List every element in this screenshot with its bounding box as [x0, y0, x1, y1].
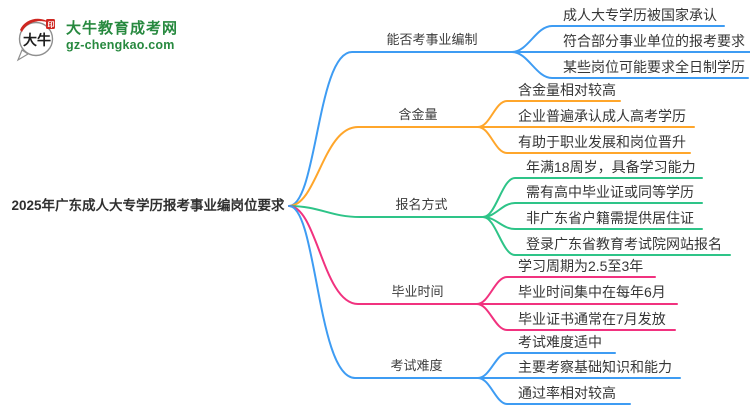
logo-title: 大牛教育成考网	[66, 20, 179, 37]
child-topic: 企业普遍承认成人高考学历	[518, 108, 686, 124]
branch-label-graduation-time: 毕业时间	[391, 284, 444, 299]
branch-label-registration: 报名方式	[395, 197, 448, 212]
branch-2-lines	[288, 100, 695, 207]
child-topic: 年满18周岁，具备学习能力	[526, 159, 696, 175]
child-topic: 某些岗位可能要求全日制学历	[563, 59, 745, 75]
child-topic: 主要考察基础知识和能力	[518, 359, 672, 375]
branch-1-lines	[288, 25, 750, 207]
branch-label-exam-difficulty: 考试难度	[390, 358, 443, 373]
mindmap-root-topic: 2025年广东成人大专学历报考事业编岗位要求	[11, 198, 285, 213]
daniu-logo-icon: 印 大牛	[12, 12, 60, 62]
child-topic: 符合部分事业单位的报考要求	[563, 33, 745, 49]
speech-bubble-icon: 印 大牛	[16, 18, 55, 62]
child-topic: 通过率相对较高	[518, 385, 616, 401]
svg-text:印: 印	[48, 20, 55, 29]
child-topic: 考试难度适中	[518, 334, 602, 350]
svg-text:大牛: 大牛	[23, 32, 51, 48]
branch-3-lines	[288, 177, 731, 256]
child-topic: 有助于职业发展和岗位晋升	[518, 134, 686, 150]
child-topic: 需有高中毕业证或同等学历	[526, 184, 694, 200]
child-topic: 成人大专学历被国家承认	[563, 7, 717, 23]
branch-label-eligibility: 能否考事业编制	[386, 32, 478, 47]
child-topic: 毕业时间集中在每年6月	[518, 284, 666, 300]
child-topic: 登录广东省教育考试院网站报名	[526, 236, 722, 252]
child-topic: 非广东省户籍需提供居住证	[526, 210, 694, 226]
site-logo: 印 大牛 大牛教育成考网 gz-chengkao.com	[12, 12, 178, 62]
logo-domain: gz-chengkao.com	[66, 38, 175, 52]
branch-4-lines	[288, 205, 678, 331]
branch-5-lines	[288, 205, 681, 405]
child-topic: 毕业证书通常在7月发放	[518, 311, 666, 327]
child-topic: 学习周期为2.5至3年	[518, 258, 644, 274]
child-topic: 含金量相对较高	[518, 82, 616, 98]
branch-label-value: 含金量	[398, 107, 438, 122]
